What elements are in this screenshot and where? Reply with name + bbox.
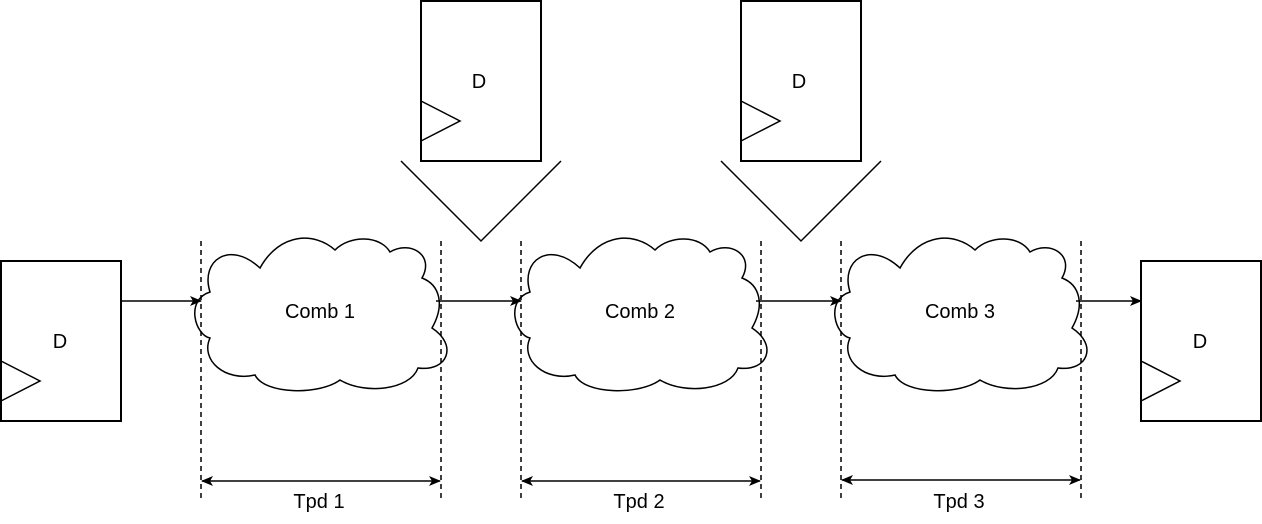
comb-label: Comb 2 (605, 301, 675, 323)
register-insert-arrow-icon (720, 160, 882, 243)
tpd-label: Tpd 2 (613, 491, 664, 513)
tpd-label: Tpd 3 (933, 491, 984, 513)
tpd-1: Tpd 1 (201, 476, 441, 513)
flipflop-stage-3: D (740, 0, 862, 162)
comb-cloud-1: Comb 1 (194, 237, 448, 392)
comb-cloud-3: Comb 3 (834, 237, 1088, 392)
clock-triangle-icon (0, 360, 42, 402)
flipflop-input: D (0, 260, 122, 422)
tpd-2: Tpd 2 (521, 476, 761, 513)
flipflop-label: D (1193, 331, 1207, 353)
flipflop-label: D (53, 331, 67, 353)
comb-label: Comb 3 (925, 301, 995, 323)
clock-triangle-icon (1140, 360, 1182, 402)
flipflop-label: D (792, 71, 806, 93)
comb-label: Comb 1 (285, 301, 355, 323)
clock-triangle-icon (740, 100, 782, 142)
clock-triangle-icon (420, 100, 462, 142)
flipflop-stage-2: D (420, 0, 542, 162)
flipflop-output: D (1140, 260, 1262, 422)
flipflop-label: D (472, 71, 486, 93)
tpd-label: Tpd 1 (293, 491, 344, 513)
comb-cloud-2: Comb 2 (514, 237, 768, 392)
tpd-3: Tpd 3 (841, 475, 1081, 513)
register-insert-arrow-icon (400, 160, 562, 243)
timing-boundaries (200, 241, 1082, 501)
